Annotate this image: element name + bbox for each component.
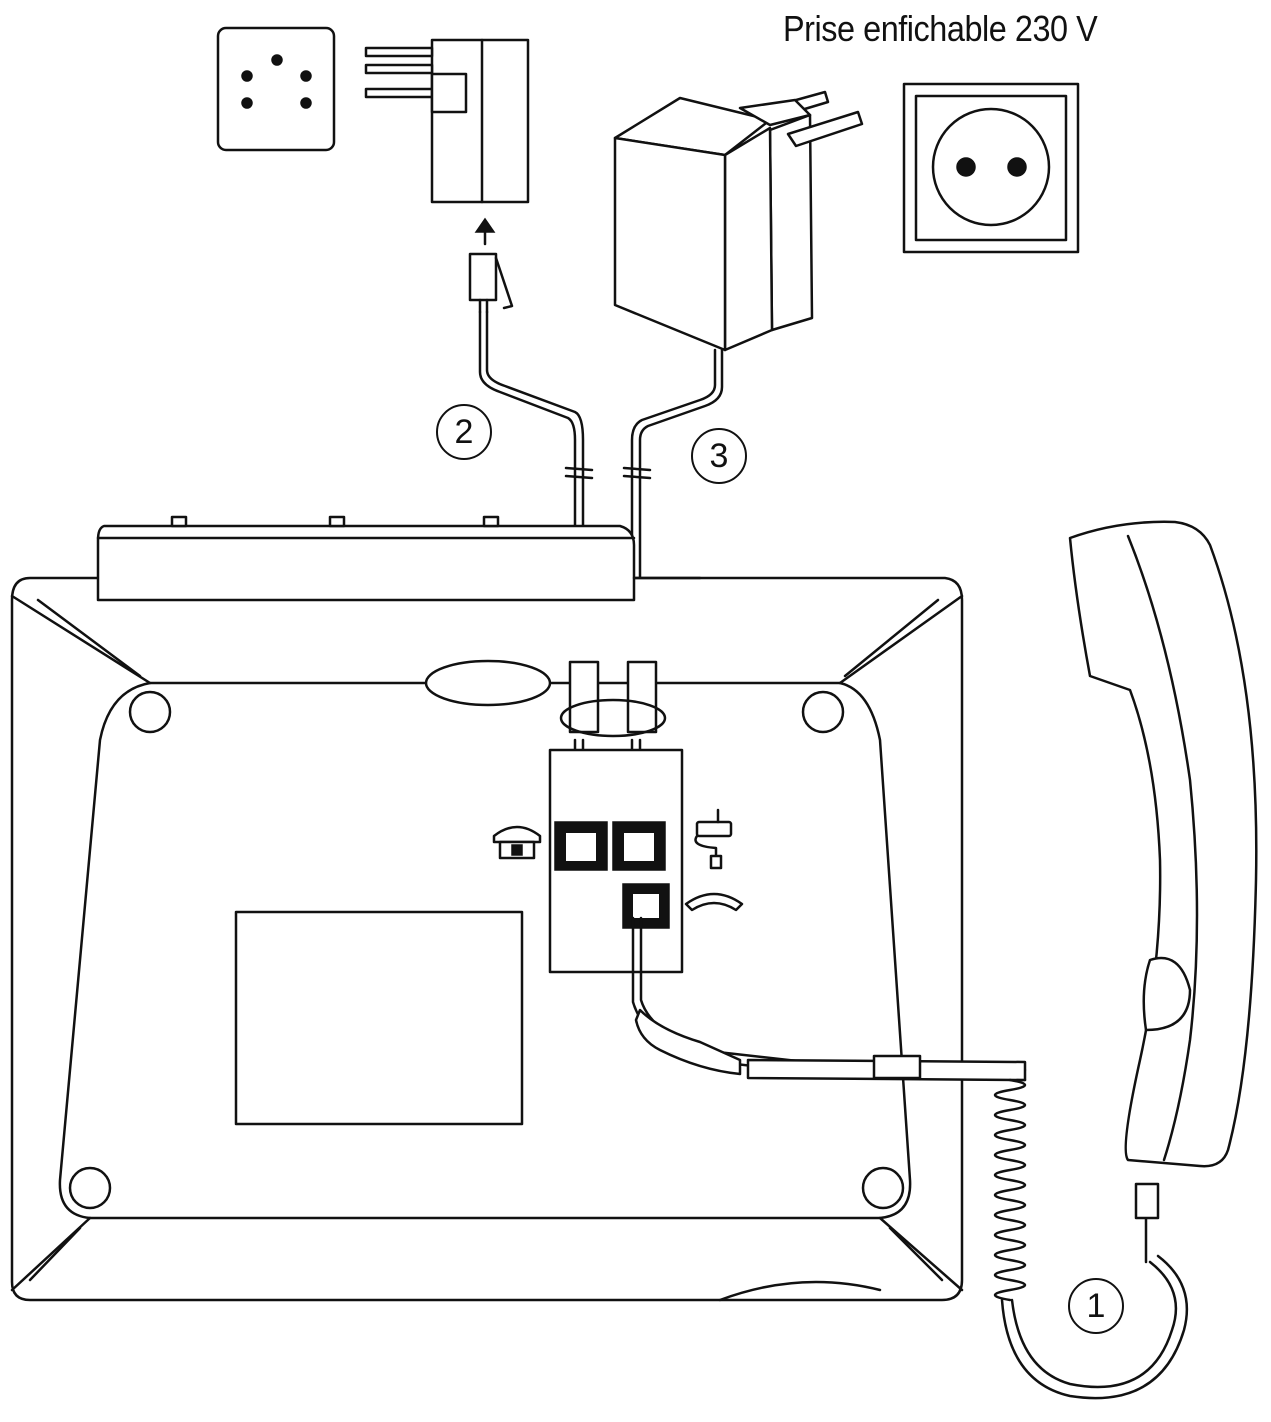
telephone-wall-socket-icon [216, 26, 336, 152]
line-plug-arrow-icon [474, 217, 496, 246]
power-cord [622, 348, 724, 762]
line-cord-plug-icon [468, 252, 514, 314]
phone-line-cord [478, 310, 594, 762]
handset-jack-symbol-icon [684, 892, 744, 912]
handset-icon [1068, 520, 1258, 1168]
handset-cord [631, 916, 1189, 1400]
tae-plug-adapter-icon [364, 38, 530, 204]
callout-phone-line-cord: 2 [436, 404, 492, 460]
callout-handset-cord: 1 [1068, 1278, 1124, 1334]
callout-power-cord: 3 [691, 428, 747, 484]
power-outlet-icon [902, 82, 1080, 254]
telephone-jack-symbol-icon [492, 825, 542, 860]
power-socket-label: Prise enfichable 230 V [783, 8, 1098, 49]
power-jack-symbol-icon [694, 808, 733, 870]
telephone-base [10, 515, 964, 1302]
power-adapter-icon [613, 90, 864, 352]
jack-panel [548, 748, 684, 974]
